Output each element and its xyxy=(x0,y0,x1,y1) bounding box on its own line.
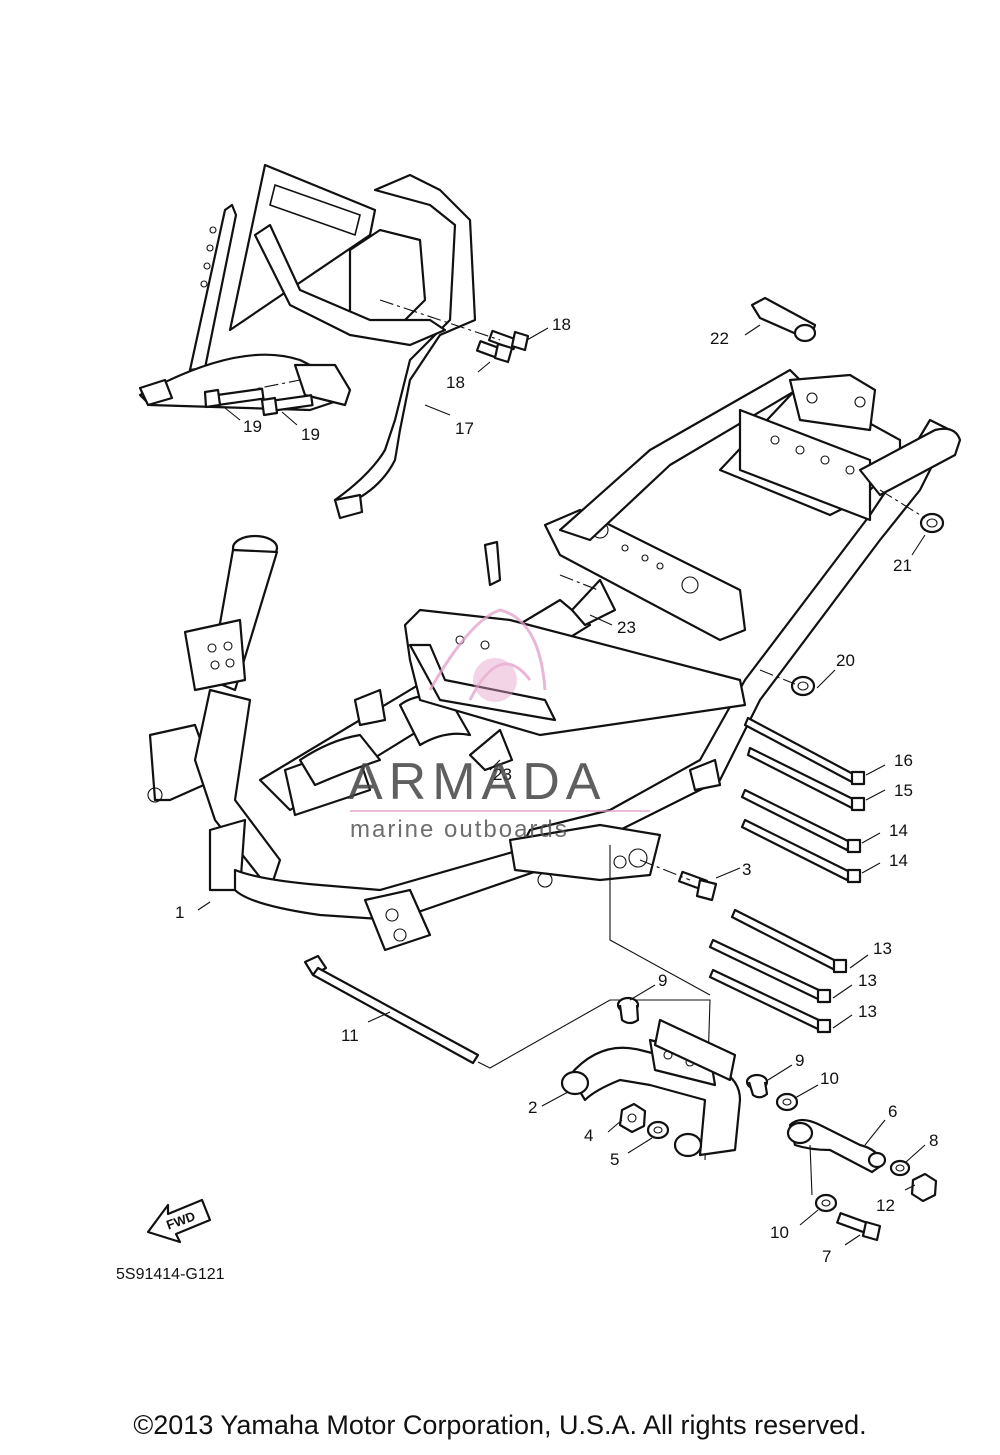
pad-23-lower xyxy=(468,728,514,772)
label-part-9-upper: 9 xyxy=(658,971,667,990)
label-part-18-lower: 18 xyxy=(446,373,465,392)
label-part-18-upper: 18 xyxy=(552,315,571,334)
part-22-fuse-holder xyxy=(750,296,817,343)
label-part-14-upper: 14 xyxy=(889,821,908,840)
cable-tie-13-upper xyxy=(730,908,848,974)
collar-9-upper xyxy=(616,996,640,1025)
watermark-tagline: marine outboards xyxy=(350,816,569,843)
drawing-code: 5S91414-G121 xyxy=(116,1266,225,1283)
label-part-16: 16 xyxy=(894,751,913,770)
label-part-4: 4 xyxy=(584,1126,593,1145)
bolt-19-right xyxy=(260,394,314,417)
label-part-14-lower: 14 xyxy=(889,851,908,870)
label-part-21: 21 xyxy=(893,556,912,575)
grommet-21 xyxy=(919,512,945,534)
watermark-divider xyxy=(350,810,650,812)
cable-tie-15 xyxy=(746,746,866,812)
label-part-11: 11 xyxy=(341,1026,359,1045)
bolt-7 xyxy=(836,1212,882,1242)
washer-10-lower xyxy=(814,1193,838,1213)
nut-12 xyxy=(910,1172,938,1203)
label-part-5: 5 xyxy=(610,1150,619,1169)
part-number-labels: 1 2 3 4 5 6 7 8 9 9 10 10 11 12 13 13 13… xyxy=(175,315,938,1266)
cable-tie-16 xyxy=(743,716,866,786)
label-part-13-lower: 13 xyxy=(858,1002,877,1021)
forward-arrow-icon xyxy=(146,1198,212,1244)
leader-lines xyxy=(197,324,926,1246)
label-part-23-upper: 23 xyxy=(617,618,636,637)
label-part-19-right: 19 xyxy=(301,425,320,444)
bolt-19-left xyxy=(203,387,265,409)
grommet-20 xyxy=(790,675,816,697)
label-part-7: 7 xyxy=(822,1247,831,1266)
label-part-12: 12 xyxy=(876,1196,895,1215)
cable-tie-13-lower xyxy=(708,968,832,1034)
cable-tie-14-lower xyxy=(740,818,862,884)
label-part-15: 15 xyxy=(894,781,913,800)
label-part-20: 20 xyxy=(836,651,855,670)
label-part-19-left: 19 xyxy=(243,417,262,436)
frame-exploded-diagram: 1 2 3 4 5 6 7 8 9 9 10 10 11 12 13 13 13… xyxy=(138,163,962,1266)
label-part-6: 6 xyxy=(888,1102,897,1121)
label-part-10-lower: 10 xyxy=(770,1223,789,1242)
engine-hanger-link-2 xyxy=(560,1018,742,1158)
pad-23-upper xyxy=(570,578,617,627)
washer-8 xyxy=(889,1159,911,1177)
label-part-22: 22 xyxy=(710,329,729,348)
bolt-18-lower xyxy=(475,340,514,364)
label-part-10-upper: 10 xyxy=(820,1069,839,1088)
watermark-logo-icon xyxy=(428,608,547,702)
washer-10-upper xyxy=(775,1092,799,1112)
label-part-17: 17 xyxy=(455,419,474,438)
label-part-8: 8 xyxy=(929,1131,938,1150)
collar-9-lower xyxy=(745,1073,769,1099)
label-part-1: 1 xyxy=(175,903,184,922)
copyright-notice: ©2013 Yamaha Motor Corporation, U.S.A. A… xyxy=(133,1410,867,1440)
label-part-9-lower: 9 xyxy=(795,1051,804,1070)
label-part-3: 3 xyxy=(742,860,751,879)
cable-tie-14-upper xyxy=(740,788,862,854)
footrest-bracket-assembly xyxy=(138,163,477,520)
link-6 xyxy=(786,1118,887,1174)
label-part-13-middle: 13 xyxy=(858,971,877,990)
washer-5 xyxy=(646,1120,670,1140)
label-part-23-lower: 23 xyxy=(493,765,512,784)
main-frame xyxy=(147,368,962,952)
watermark-brand-name: ARMADA xyxy=(348,753,607,811)
cable-tie-13-middle xyxy=(708,938,832,1004)
label-part-13-upper: 13 xyxy=(873,939,892,958)
label-part-2: 2 xyxy=(528,1098,537,1117)
bolt-3 xyxy=(677,870,718,902)
long-bolt-11 xyxy=(303,954,480,1065)
nut-4 xyxy=(618,1102,647,1134)
